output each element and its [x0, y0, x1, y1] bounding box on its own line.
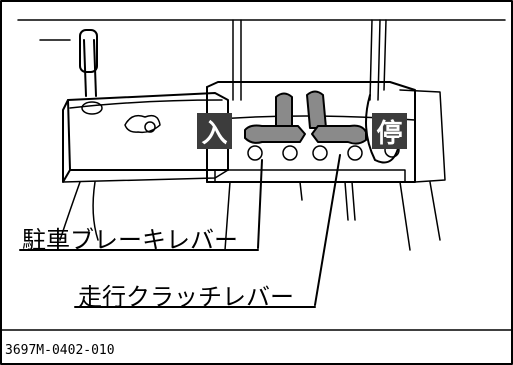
parking-brake-lever-label: 駐車ブレーキレバー [22, 226, 238, 254]
travel-clutch-leader-line [314, 154, 341, 306]
parking-brake-leader-line [257, 159, 263, 249]
parking-brake-lever-shape [244, 92, 306, 144]
stop-tag: 停 [372, 113, 407, 149]
left-housing [59, 29, 229, 241]
stop-tag-label: 停 [376, 118, 403, 149]
travel-clutch-lever-label: 走行クラッチレバー [78, 283, 294, 311]
figure-code: 3697M-0402-010 [5, 343, 115, 358]
engage-tag: 入 [197, 113, 232, 149]
travel-clutch-lever-shape [306, 90, 367, 145]
engage-tag-label: 入 [201, 118, 228, 149]
